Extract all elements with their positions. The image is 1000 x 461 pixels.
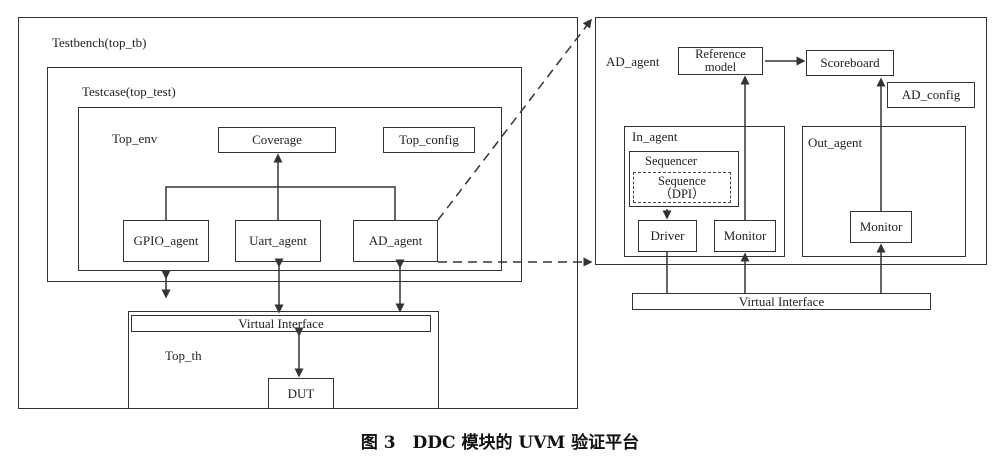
out-agent-label: Out_agent: [808, 135, 863, 150]
testbench-label: Testbench(top_tb): [52, 35, 147, 50]
top-th-label: Top_th: [165, 348, 202, 363]
scoreboard-box: Scoreboard: [806, 50, 894, 76]
ad-agent-detail-label: AD_agent: [606, 54, 660, 69]
sequencer-label: Sequencer: [645, 154, 698, 168]
monitor-out-box: Monitor: [850, 211, 912, 243]
gpio-agent-box: GPIO_agent: [123, 220, 209, 262]
in-agent-label: In_agent: [632, 129, 678, 144]
right-virtual-interface-bar: Virtual Interface: [632, 293, 931, 310]
coverage-box: Coverage: [218, 127, 336, 153]
reference-model-box: Reference model: [678, 47, 763, 75]
sequence-dpi-box: Sequence （DPI）: [633, 172, 731, 203]
ad-config-box: AD_config: [887, 82, 975, 108]
reference-model-line2: model: [704, 60, 737, 74]
reference-model-line1: Reference: [695, 47, 746, 61]
sequence-line1: Sequence: [658, 173, 706, 188]
top-env-label: Top_env: [112, 131, 158, 146]
uart-agent-box: Uart_agent: [235, 220, 321, 262]
testcase-label: Testcase(top_test): [82, 84, 176, 99]
top-config-box: Top_config: [383, 127, 475, 153]
driver-box: Driver: [638, 220, 697, 252]
figure-caption: 图 3 DDC 模块的 UVM 验证平台: [360, 433, 640, 453]
dut-box: DUT: [268, 378, 334, 409]
monitor-in-box: Monitor: [714, 220, 776, 252]
sequence-line2: （DPI）: [659, 186, 705, 201]
ad-agent-box: AD_agent: [353, 220, 438, 262]
sequencer-box: [629, 151, 739, 207]
virtual-interface-bar: Virtual Interface: [131, 315, 431, 332]
